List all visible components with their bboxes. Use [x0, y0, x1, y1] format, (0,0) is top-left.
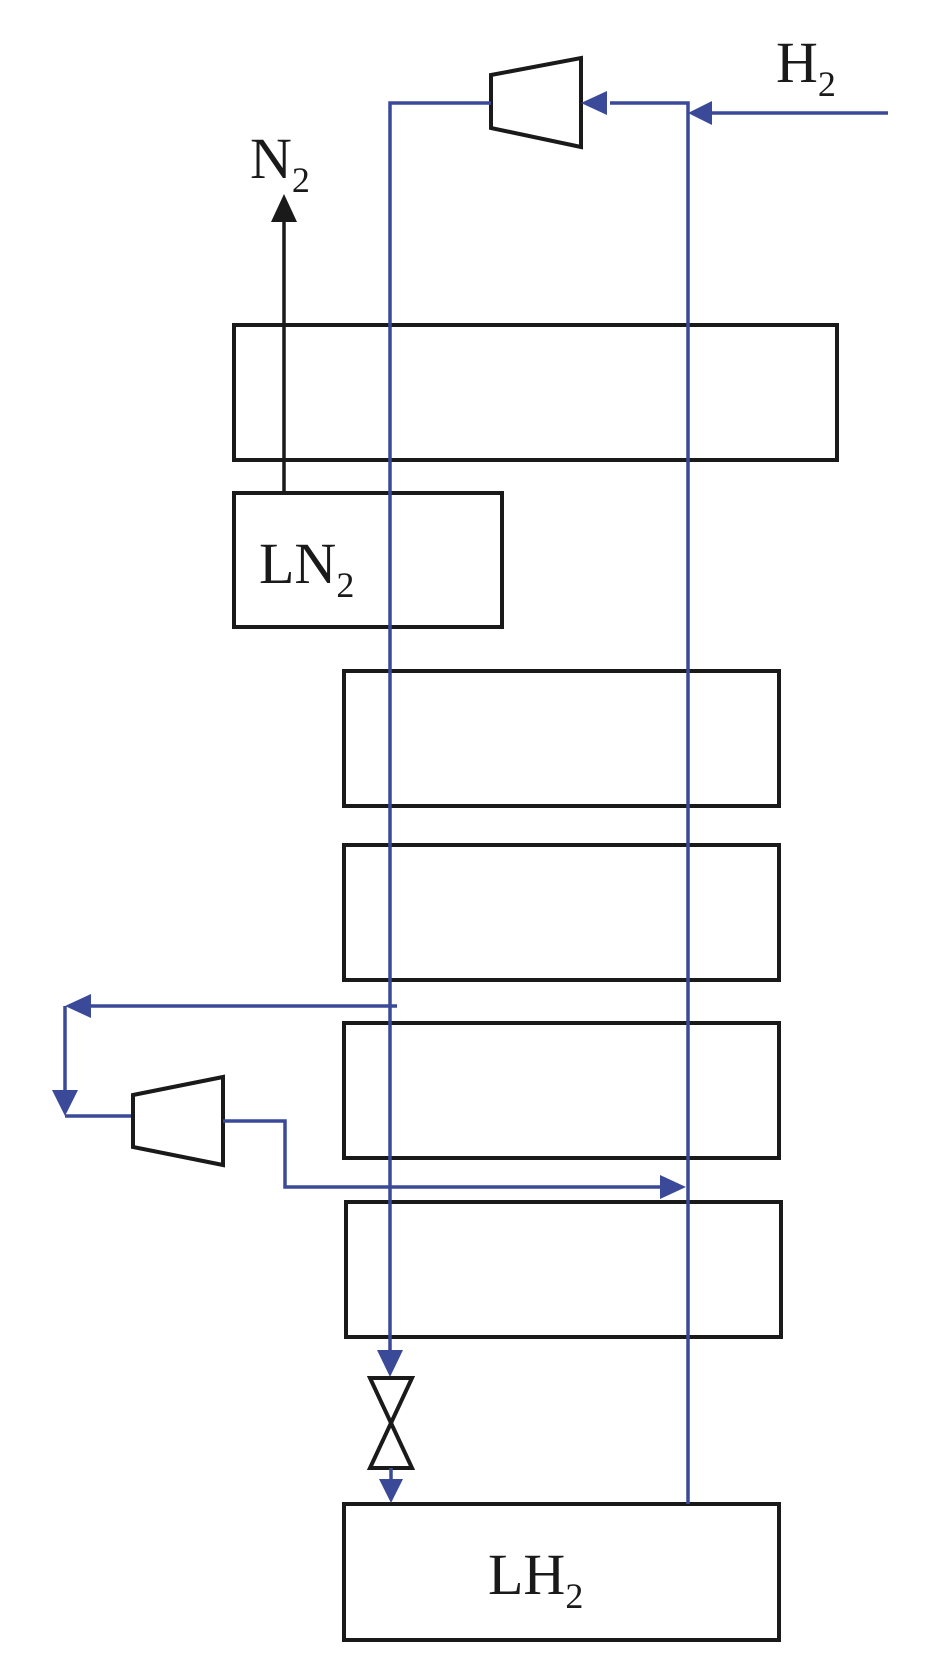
recycle-outlet-line [223, 1119, 660, 1189]
compressor-inlet-arrow-head [581, 91, 607, 115]
h2-inlet-label: H2 [776, 30, 836, 104]
bypass-down-arrow-head [52, 1090, 78, 1116]
ln2-bath-label: LN2 [259, 531, 354, 605]
high-pressure-stream-line [388, 101, 491, 1355]
heat-exchanger-4 [342, 1021, 781, 1160]
valve-inlet-arrow-head [377, 1350, 403, 1377]
ln2-precooler-box [232, 491, 504, 629]
h2-feed-arrow-head [688, 101, 712, 125]
heat-exchanger-5 [344, 1200, 783, 1339]
recycle-outlet-arrow-head [660, 1175, 686, 1199]
recycle-compressor [131, 1074, 225, 1168]
lh2-storage-tank [342, 1502, 781, 1642]
heat-exchanger-3 [342, 843, 781, 982]
n2-vent-arrow-head [271, 194, 297, 222]
heat-exchanger-1 [232, 323, 839, 462]
expansion-valve [366, 1376, 416, 1428]
heat-exchanger-2 [342, 669, 781, 808]
tank-inlet-arrow-head [379, 1479, 403, 1503]
main-compressor [489, 55, 583, 150]
bypass-branch-arrow-head [65, 994, 91, 1018]
lh2-tank-label: LH2 [488, 1542, 583, 1616]
return-stream-line [610, 101, 690, 1504]
expansion-valve-lower [366, 1418, 416, 1470]
n2-outlet-label: N2 [250, 126, 310, 200]
